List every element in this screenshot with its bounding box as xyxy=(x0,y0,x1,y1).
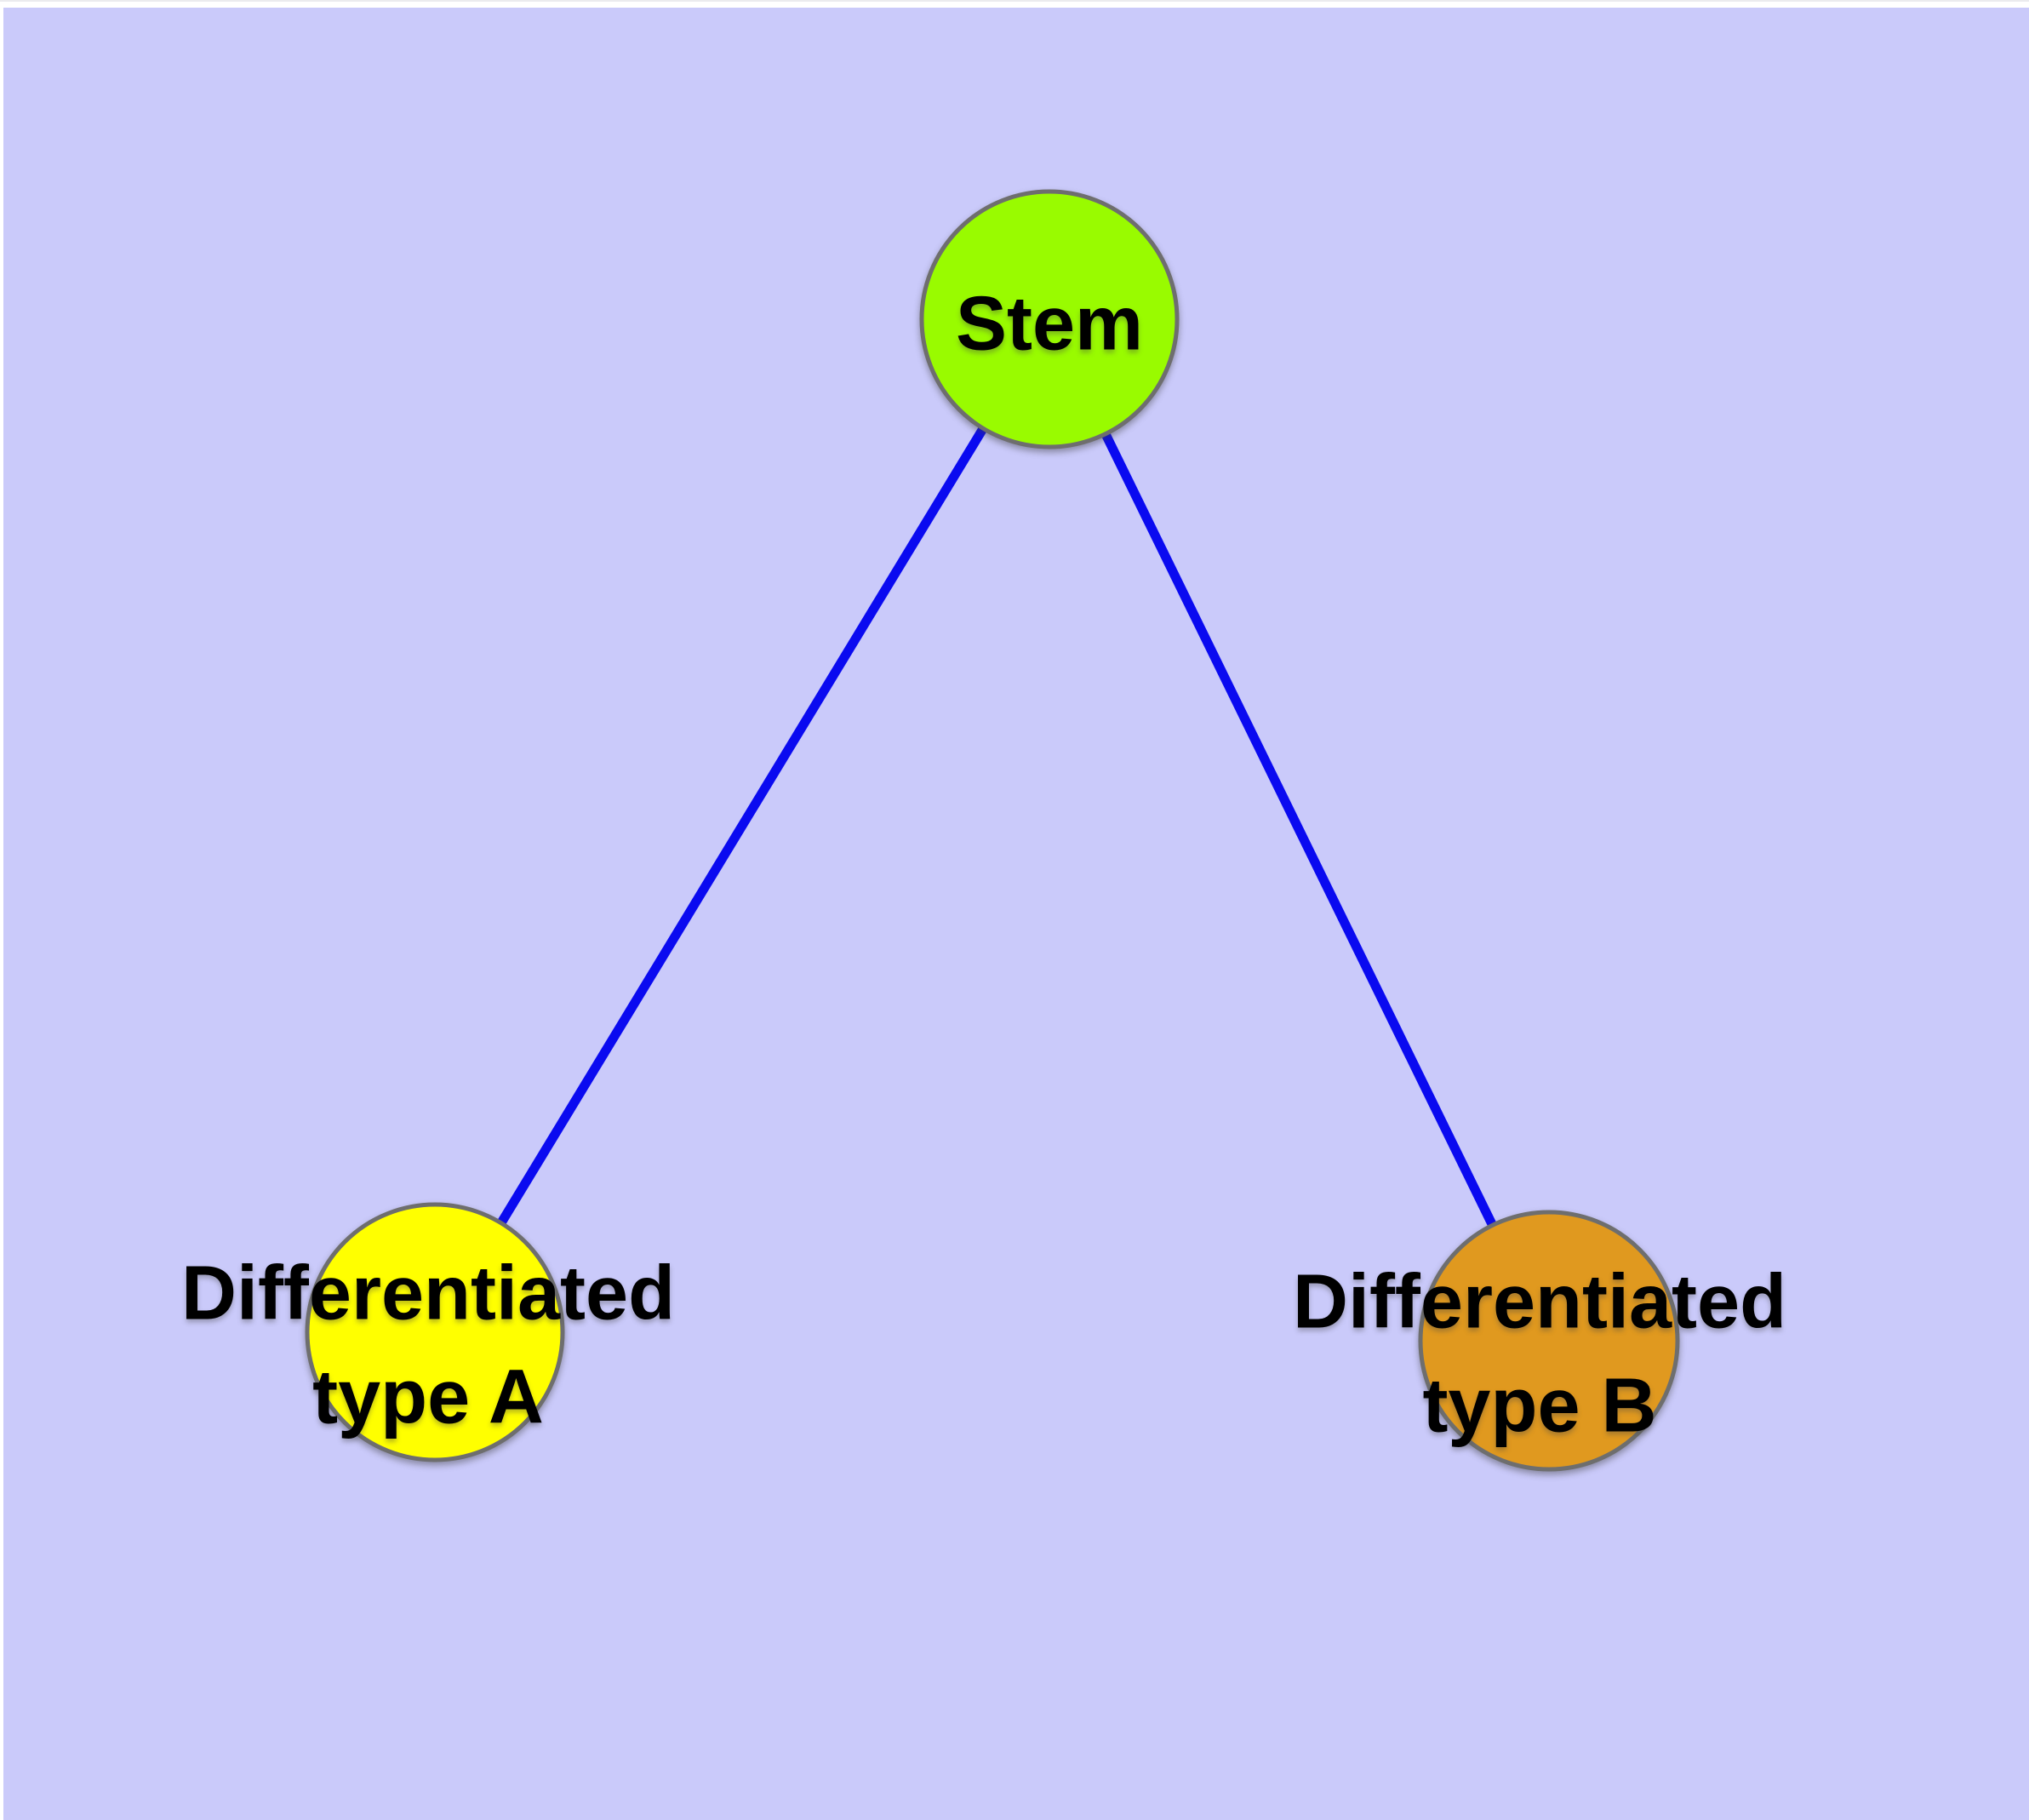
node-differentiated-type-b-circle[interactable] xyxy=(1418,1210,1680,1472)
edge-stem-to-type-a xyxy=(431,317,1054,1335)
graph-layer xyxy=(305,189,1680,1472)
node-differentiated-type-a-circle[interactable] xyxy=(305,1202,565,1462)
node-stem-circle[interactable] xyxy=(919,189,1180,449)
diagram-canvas: Stem Differentiated type A Differentiate… xyxy=(3,8,2029,1820)
edge-stem-to-type-b xyxy=(1045,317,1553,1343)
